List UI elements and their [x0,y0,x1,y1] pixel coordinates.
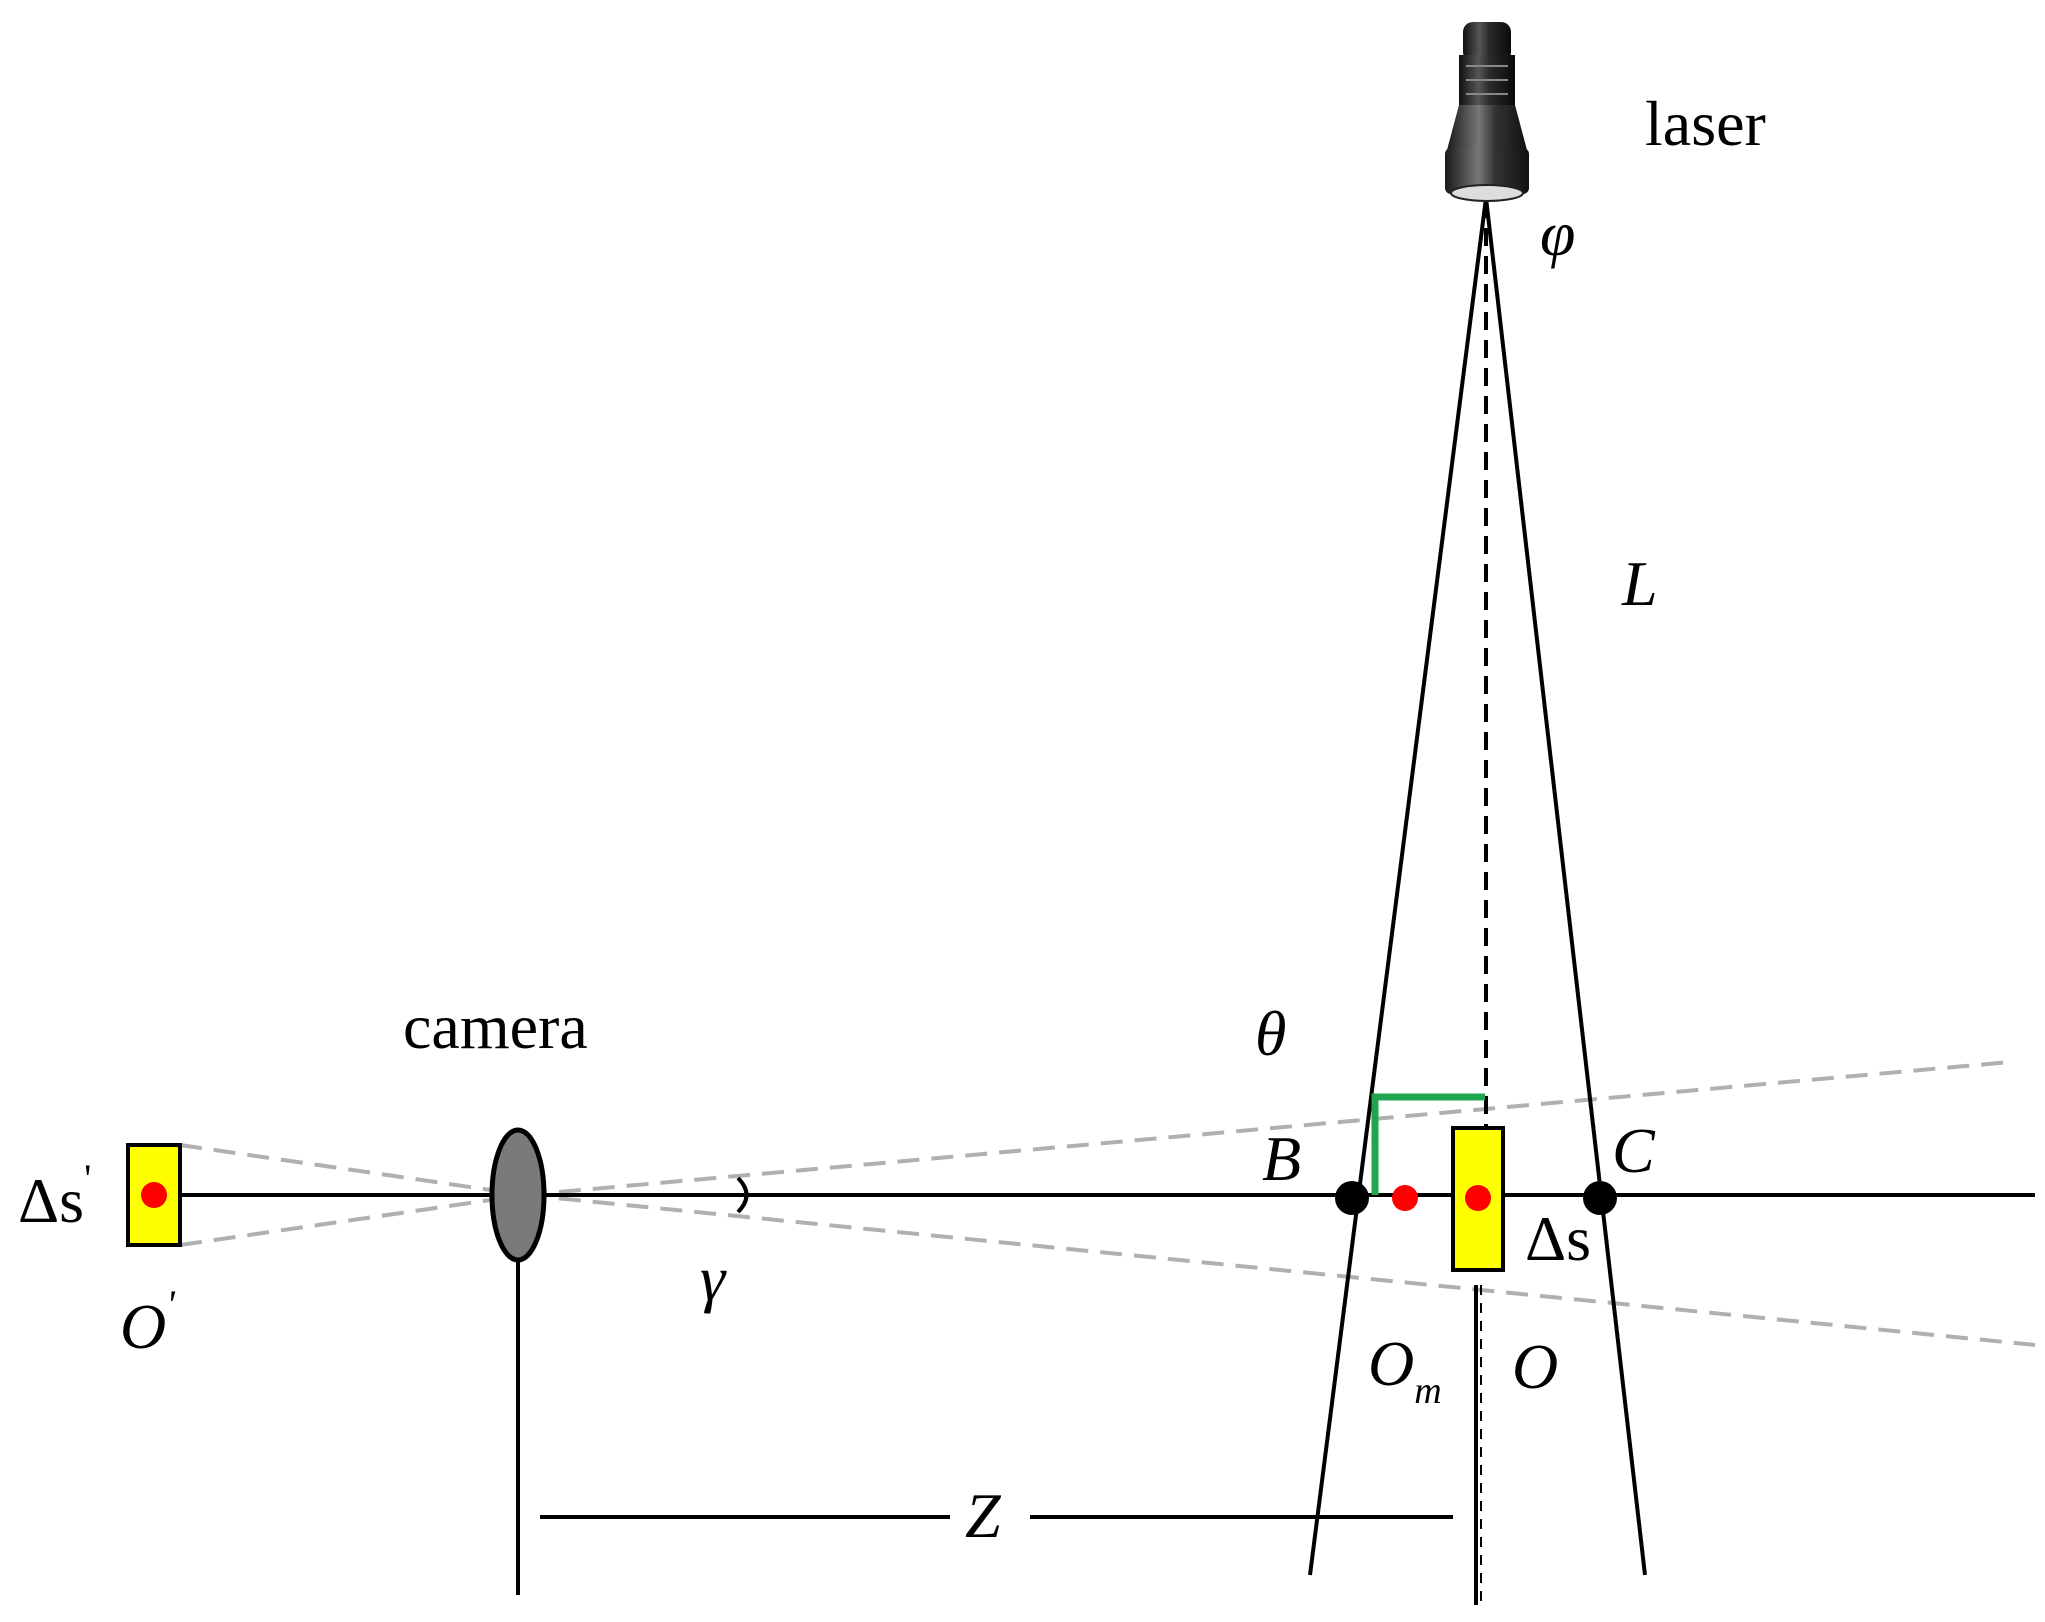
fov-lower-left [179,1193,526,1247]
beam-left-edge [1308,197,1488,1576]
red-dot-O [1465,1185,1491,1211]
O-m-label: Om [1368,1328,1442,1412]
Z-label: Z [965,1480,1002,1551]
fov-upper-left [179,1143,526,1197]
L-label: L [1621,548,1658,619]
fov-lower-right [524,1193,2036,1347]
delta-s-prime-mark: ' [84,1156,91,1201]
O-m-subscript: m [1414,1370,1441,1412]
beam-right-edge [1484,197,1647,1576]
laser-flashlight-icon [1445,22,1529,202]
O-m-base: O [1368,1328,1414,1399]
red-dot-Om [1392,1185,1418,1211]
O-label: O [1512,1331,1558,1402]
fov-upper-right [524,1060,2011,1197]
delta-s-label: Δs [1525,1203,1591,1274]
O-prime-base: O [120,1291,166,1362]
C-label: C [1612,1115,1656,1186]
laser-label: laser [1645,88,1766,159]
O-prime-label: O' [120,1282,176,1362]
red-dot-O-prime [141,1182,167,1208]
O-prime-mark: ' [166,1282,176,1327]
B-label: B [1262,1123,1301,1194]
delta-s-prime-label: Δs' [18,1156,91,1236]
camera-lens-icon [489,1127,547,1263]
target-box [1451,1126,1505,1272]
field-of-view-lines [179,1060,2036,1347]
gamma-label: γ [700,1243,727,1314]
phi-label: φ [1540,198,1575,269]
laser-beam [1308,197,1647,1576]
point-B [1335,1181,1369,1215]
camera-label: camera [403,991,588,1062]
gamma-angle-arc [736,1176,749,1214]
point-C [1583,1181,1617,1215]
right-angle-marker [1371,1093,1485,1195]
theta-label: θ [1255,998,1286,1069]
delta-s-prime-base: Δs [18,1165,84,1236]
